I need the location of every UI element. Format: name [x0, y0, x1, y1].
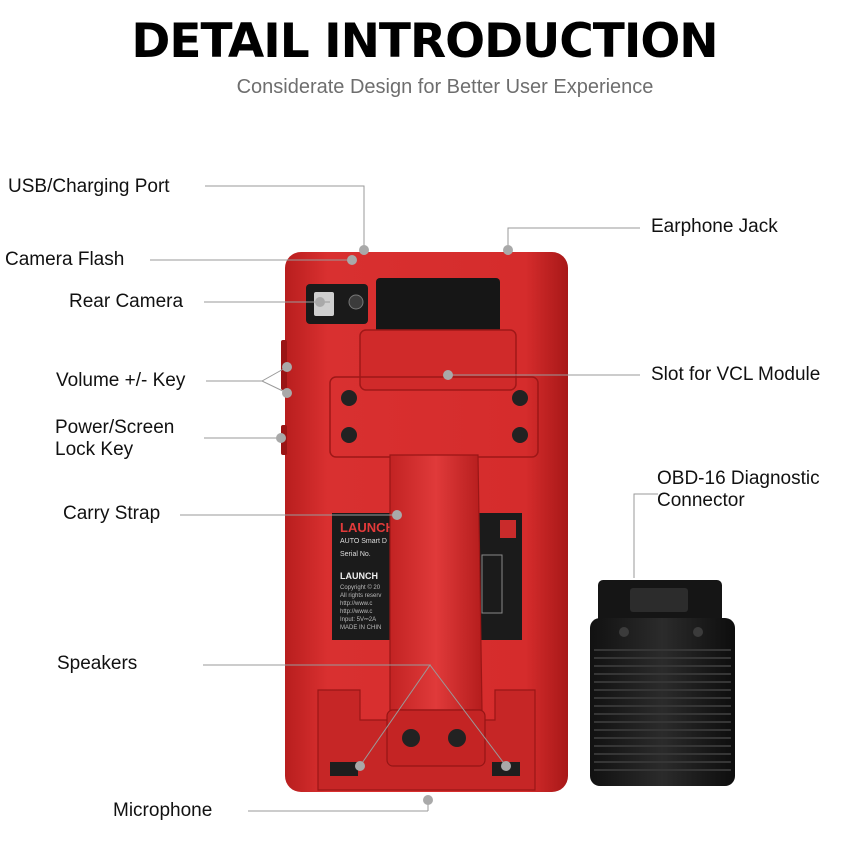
marker-dot: [423, 795, 433, 805]
label-power-key-line2: Lock Key: [55, 439, 134, 460]
label-obd-line2: Connector: [657, 490, 745, 511]
label-microphone: Microphone: [113, 800, 213, 821]
marker-dot: [359, 245, 369, 255]
marker-dot: [347, 255, 357, 265]
label-line1: AUTO Smart D: [340, 538, 387, 545]
label-line7: MADE IN CHIN: [340, 625, 381, 631]
label-camera-flash: Camera Flash: [5, 249, 125, 270]
label-obd-connector: OBD-16 Diagnostic Connector: [657, 468, 820, 512]
screw-icon: [512, 427, 528, 443]
label-earphone-jack: Earphone Jack: [651, 216, 778, 237]
marker-dot: [355, 761, 365, 771]
label-power-key-line1: Power/Screen: [55, 417, 175, 438]
obd-body: [590, 618, 735, 786]
marker-dot: [503, 245, 513, 255]
marker-dot: [501, 761, 511, 771]
label-diagram: [481, 554, 503, 614]
label-volume-key: Volume +/- Key: [56, 370, 186, 391]
label-rear-camera: Rear Camera: [69, 291, 184, 312]
obd-ribs: [594, 649, 731, 771]
label-line2: Copyright © 20: [340, 584, 381, 591]
vcl-slot-housing: [359, 329, 517, 391]
screw-icon: [693, 627, 703, 637]
label-obd-line1: OBD-16 Diagnostic: [657, 468, 820, 489]
obd-plug-socket: [630, 588, 688, 612]
page-subtitle: Considerate Design for Better User Exper…: [236, 76, 654, 98]
marker-dot: [282, 362, 292, 372]
label-logo-icon: [500, 520, 516, 538]
screw-icon: [341, 427, 357, 443]
screw-icon: [619, 627, 629, 637]
screw-icon: [448, 729, 466, 747]
label-line4: http://www.c: [340, 601, 372, 607]
callout-markers: [276, 245, 513, 805]
label-carry-strap: Carry Strap: [63, 503, 161, 524]
label-brand: LAUNCH: [340, 520, 395, 535]
label-line5: http://www.c: [340, 609, 372, 615]
screw-icon: [341, 390, 357, 406]
label-usb-port: USB/Charging Port: [8, 176, 170, 197]
marker-dot: [392, 510, 402, 520]
label-serial: Serial No.: [340, 551, 371, 558]
label-brand2: LAUNCH: [340, 571, 378, 581]
marker-dot: [315, 297, 325, 307]
marker-dot: [443, 370, 453, 380]
camera-lens-icon: [348, 294, 364, 310]
carry-strap: [389, 454, 483, 711]
label-speakers: Speakers: [57, 653, 138, 674]
label-power-key: Power/Screen Lock Key: [55, 417, 174, 461]
speaker-grille-icon: [330, 762, 358, 776]
label-line6: Input: 5V⎓2A: [340, 617, 376, 623]
marker-dot: [276, 433, 286, 443]
leader-lines: [150, 185, 658, 812]
label-line3: All rights reserv: [340, 593, 381, 599]
page-title: DETAIL INTRODUCTION: [131, 14, 718, 69]
marker-dot: [282, 388, 292, 398]
label-vcl-slot: Slot for VCL Module: [651, 364, 821, 385]
screw-icon: [512, 390, 528, 406]
screw-icon: [402, 729, 420, 747]
scan-tablet: LAUNCH AUTO Smart D Serial No. LAUNCH Co…: [281, 252, 568, 792]
obd-connector: [590, 580, 735, 786]
vcl-module-top: [376, 278, 500, 338]
